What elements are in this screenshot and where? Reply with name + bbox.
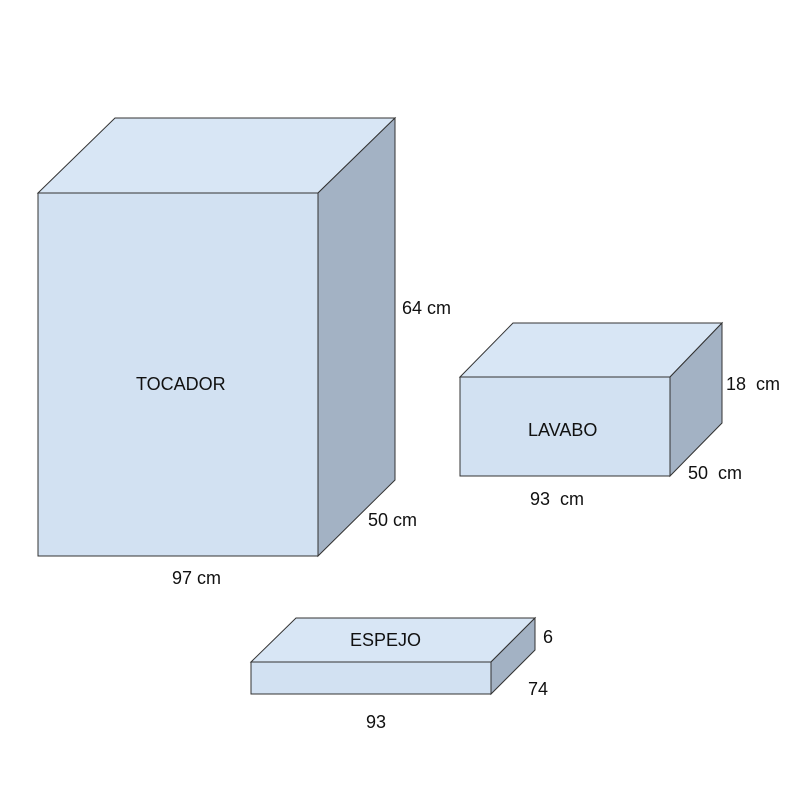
lavabo-width: 93 cm (530, 489, 585, 509)
espejo-width: 93 (366, 712, 387, 732)
espejo-box (249, 616, 537, 696)
espejo-depth: 74 (528, 679, 549, 699)
lavabo-box (458, 321, 724, 478)
tocador-depth: 50 cm (368, 510, 418, 530)
tocador-label: TOCADOR (136, 374, 226, 394)
tocador-front (37, 192, 319, 557)
lavabo-label: LAVABO (528, 420, 598, 440)
tocador-width: 97 cm (172, 568, 222, 588)
espejo-label: ESPEJO (350, 630, 422, 650)
espejo-front (250, 661, 492, 695)
tocador-height: 64 cm (402, 298, 452, 318)
tocador-side (317, 116, 396, 558)
espejo-height: 6 (543, 627, 554, 647)
lavabo-depth: 50 cm (688, 463, 743, 483)
lavabo-height: 18 cm (726, 374, 781, 394)
tocador-box (36, 116, 397, 558)
lavabo-front (459, 376, 671, 477)
